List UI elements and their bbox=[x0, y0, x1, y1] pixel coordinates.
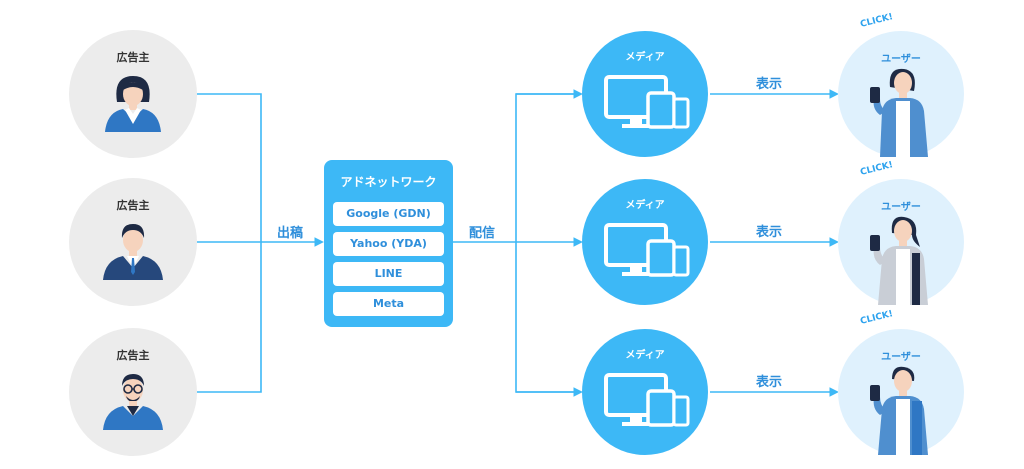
advertiser-1-line bbox=[197, 93, 262, 393]
advertiser-node: 広告主 bbox=[69, 328, 197, 456]
platform-yahoo: Yahoo (YDA) bbox=[333, 232, 444, 256]
display-label: 表示 bbox=[756, 77, 783, 92]
platform-meta: Meta bbox=[333, 292, 444, 316]
user-with-phone-icon bbox=[870, 216, 928, 305]
user-node: ユーザー bbox=[838, 31, 964, 157]
media-label: メディア bbox=[625, 52, 665, 63]
user-label: ユーザー bbox=[881, 202, 921, 213]
ad-network-title: アドネットワーク bbox=[340, 175, 437, 189]
advertiser-glasses-man-icon bbox=[103, 374, 163, 430]
media-label: メディア bbox=[625, 350, 665, 361]
advertiser-label: 広告主 bbox=[116, 199, 150, 212]
devices-icon bbox=[604, 75, 690, 129]
platform-line: LINE bbox=[333, 262, 444, 286]
platform-google: Google (GDN) bbox=[333, 202, 444, 226]
advertiser-woman-icon bbox=[105, 76, 161, 132]
advertiser-man-icon bbox=[103, 224, 163, 280]
deliver-label: 配信 bbox=[469, 226, 496, 241]
delivery-branch-line bbox=[515, 93, 581, 393]
user-node: ユーザー bbox=[838, 329, 964, 455]
display-label: 表示 bbox=[756, 375, 783, 390]
devices-icon bbox=[604, 223, 690, 277]
user-node: ユーザー bbox=[838, 179, 964, 305]
submit-label: 出稿 bbox=[277, 226, 304, 241]
media-label: メディア bbox=[625, 200, 665, 211]
advertiser-node: 広告主 bbox=[69, 178, 197, 306]
user-with-phone-icon bbox=[870, 366, 928, 455]
user-label: ユーザー bbox=[881, 54, 921, 65]
advertiser-label: 広告主 bbox=[116, 51, 150, 64]
media-node: メディア bbox=[582, 329, 708, 455]
ad-network-box: アドネットワーク Google (GDN) Yahoo (YDA) LINE M… bbox=[324, 160, 453, 327]
media-node: メディア bbox=[582, 179, 708, 305]
advertiser-label: 広告主 bbox=[116, 349, 150, 362]
devices-icon bbox=[604, 373, 690, 427]
display-label: 表示 bbox=[756, 225, 783, 240]
advertiser-node: 広告主 bbox=[69, 30, 197, 158]
user-label: ユーザー bbox=[881, 352, 921, 363]
user-with-phone-icon bbox=[870, 68, 928, 157]
media-node: メディア bbox=[582, 31, 708, 157]
